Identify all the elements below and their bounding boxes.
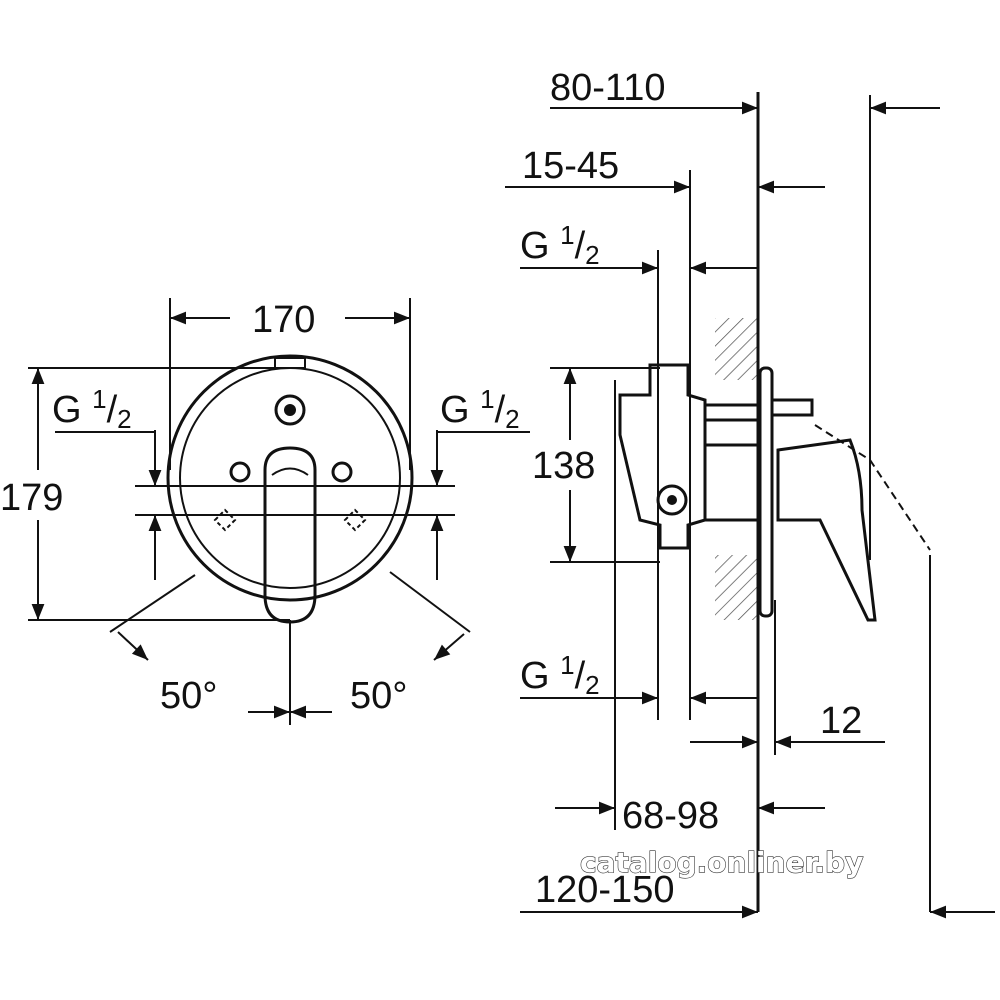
dim-12: 12: [820, 700, 862, 742]
dim-138: 138: [532, 445, 595, 487]
thread-top-label: G 1/2: [520, 220, 600, 270]
dim-15-45: 15-45: [522, 145, 619, 187]
lever-handle: [263, 446, 317, 624]
watermark: catalog.onliner.by: [580, 846, 863, 879]
lever-handle-side: [776, 438, 877, 622]
front-view: 170 179 G 1/2 G 1/2 50° 50°: [0, 298, 530, 725]
side-view: 80-110 15-45 G 1/2 138 G 1/2 12 68-98: [505, 67, 995, 919]
escutcheon-plate: [758, 366, 774, 618]
thread-bottom-label: G 1/2: [520, 650, 600, 700]
escutcheon-outer: [166, 354, 414, 602]
dim-120-150: 120-150: [535, 869, 674, 911]
dim-179: 179: [0, 477, 63, 519]
dim-68-98: 68-98: [622, 795, 719, 837]
angle-right-label: 50°: [350, 675, 407, 717]
escutcheon-inner: [179, 367, 401, 589]
thread-right-label: G 1/2: [440, 384, 520, 434]
dim-170: 170: [252, 299, 315, 341]
angle-left-label: 50°: [160, 675, 217, 717]
diverter-knob: [274, 394, 306, 426]
valve-body: [618, 363, 707, 550]
dim-80-110: 80-110: [550, 67, 666, 109]
thread-left-label: G 1/2: [52, 384, 132, 434]
